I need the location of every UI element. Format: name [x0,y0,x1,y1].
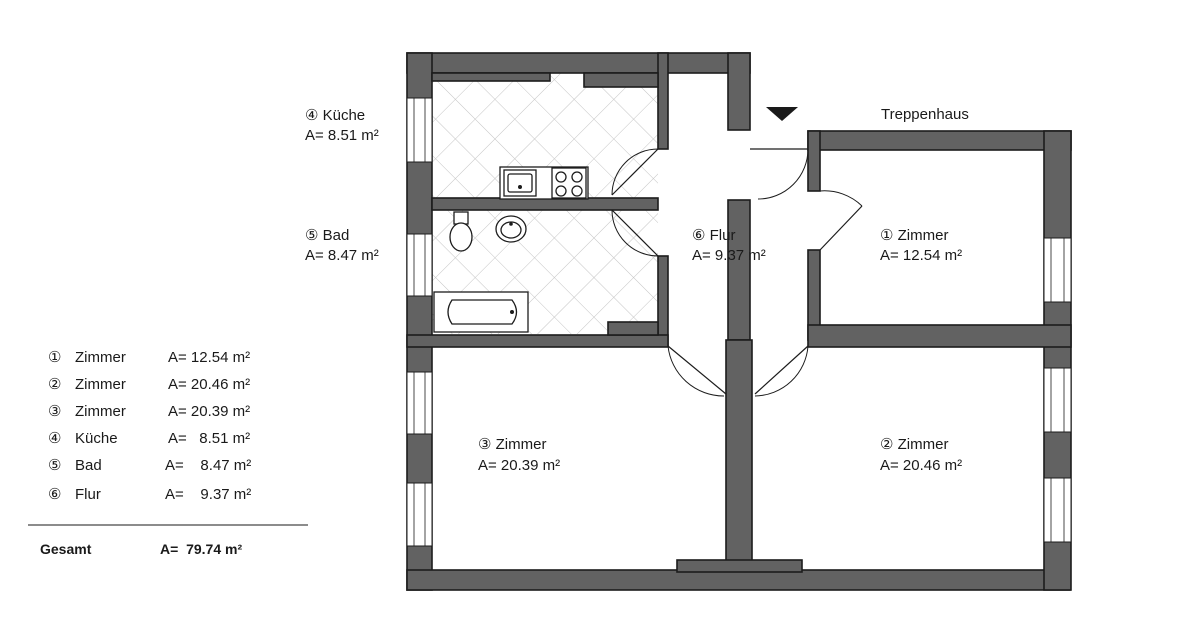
label-room1-area: A= 12.54 m² [880,247,962,264]
table-row: ④ Küche A= 8.51 m² [48,430,250,447]
row-name: Zimmer [75,376,126,393]
wall-room3-room2 [725,339,753,571]
table-row: ⑥ Flur A= 9.37 m² [48,486,251,503]
label-hall-area: A= 9.37 m² [692,247,766,264]
wall-room1-room2 [807,324,1072,348]
wall-hall-left-upper [727,52,751,131]
kitchen-niche-right [583,72,659,88]
label-bath-area: A= 8.47 m² [305,247,379,264]
row-name: Flur [75,486,101,503]
label-treppenhaus: Treppenhaus [881,106,969,123]
door-room2 [754,345,809,397]
wall-bath-right [657,255,669,347]
doors [611,148,863,397]
row-number: ③ [48,403,61,420]
wall-top-left [406,52,751,74]
door-bath [611,209,659,257]
row-area: A= 8.47 m² [165,457,251,474]
row-name: Küche [75,430,118,447]
bathtub-icon [433,291,529,333]
window-room3-upper [406,371,433,435]
toilet-icon [449,211,473,252]
wall-room1-upper [807,130,821,192]
row-name: Bad [75,457,102,474]
label-kitchen-name: ④ Küche [305,107,365,124]
wall-bottom-step [676,559,803,573]
bath-niche [607,321,659,336]
row-number: ① [48,349,61,366]
windows [406,97,1072,547]
row-number: ⑥ [48,486,61,503]
row-number: ② [48,376,61,393]
table-row: ③ Zimmer A= 20.39 m² [48,403,250,420]
row-number: ④ [48,430,61,447]
row-name: Zimmer [75,403,126,420]
entrance-arrow-icon [766,107,798,121]
area-table: ① Zimmer A= 12.54 m² ② Zimmer A= 20.46 m… [28,349,308,557]
window-kitchen [406,97,433,163]
kitchen-niche [431,72,551,82]
window-bath [406,233,433,297]
label-room1-name: ① Zimmer [880,227,948,244]
label-room2-name: ② Zimmer [880,436,948,453]
table-row: ② Zimmer A= 20.46 m² [48,376,250,393]
table-row: ① Zimmer A= 12.54 m² [48,349,250,366]
door-kitchen [611,148,659,196]
row-area: A= 12.54 m² [168,349,250,366]
window-room3-lower [406,482,433,547]
washbasin-icon [495,215,527,243]
total-label: Gesamt [40,541,92,557]
label-bath-name: ⑤ Bad [305,227,349,244]
wall-bottom [406,569,1071,591]
label-room3-area: A= 20.39 m² [478,457,560,474]
row-area: A= 20.39 m² [168,403,250,420]
window-room2-lower [1043,477,1072,543]
stove-icon [551,167,587,199]
wall-top-right [807,130,1072,151]
row-number: ⑤ [48,457,61,474]
door-room1 [819,190,863,251]
door-room3 [667,345,727,397]
label-room3-name: ③ Zimmer [478,436,546,453]
label-room2-area: A= 20.46 m² [880,457,962,474]
total-area: A= 79.74 m² [160,541,242,557]
label-hall-name: ⑥ Flur [692,227,735,244]
table-row: ⑤ Bad A= 8.47 m² [48,457,251,474]
sink-icon [503,169,537,197]
window-room2-upper [1043,367,1072,433]
row-area: A= 20.46 m² [168,376,250,393]
total-row: Gesamt A= 79.74 m² [40,541,242,557]
row-area: A= 9.37 m² [165,486,251,503]
wall-kitchen-right [657,52,669,150]
label-kitchen-area: A= 8.51 m² [305,127,379,144]
window-room1 [1043,237,1072,303]
row-area: A= 8.51 m² [168,430,250,447]
row-name: Zimmer [75,349,126,366]
door-entrance [750,148,809,200]
wall-bath-room3 [406,334,669,348]
wall-hall-left-lower [727,199,751,341]
wall-kitchen-bath [431,197,659,211]
